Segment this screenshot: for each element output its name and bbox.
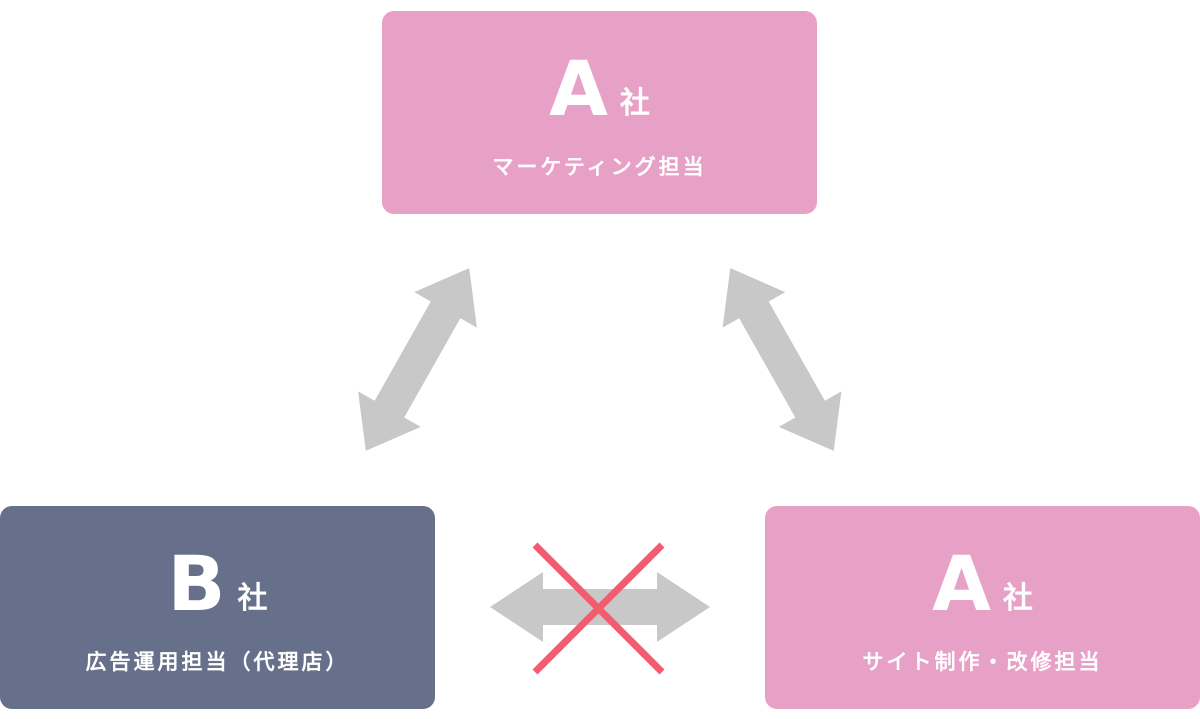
company-role: 広告運用担当（代理店） bbox=[85, 650, 350, 674]
company-role: サイト制作・改修担当 bbox=[862, 650, 1103, 674]
company-suffix: 社 bbox=[237, 581, 268, 616]
company-node-left: B 社 広告運用担当（代理店） bbox=[0, 506, 435, 709]
company-letter: B bbox=[167, 539, 226, 628]
company-node-right: A 社 サイト制作・改修担当 bbox=[765, 506, 1200, 709]
double-arrow-top-right bbox=[722, 268, 842, 451]
company-name: B 社 bbox=[0, 546, 435, 622]
double-arrow-top-left bbox=[358, 268, 477, 451]
blocked-cross-icon bbox=[532, 542, 665, 675]
company-name: A 社 bbox=[765, 546, 1200, 622]
company-letter: A bbox=[932, 539, 991, 628]
company-name: A 社 bbox=[382, 51, 817, 127]
company-role: マーケティング担当 bbox=[492, 155, 707, 179]
company-node-top: A 社 マーケティング担当 bbox=[382, 11, 817, 214]
company-suffix: 社 bbox=[1002, 581, 1033, 616]
double-arrow-icon bbox=[358, 268, 477, 451]
company-suffix: 社 bbox=[619, 86, 650, 121]
company-letter: A bbox=[549, 44, 608, 133]
double-arrow-icon bbox=[722, 268, 842, 451]
